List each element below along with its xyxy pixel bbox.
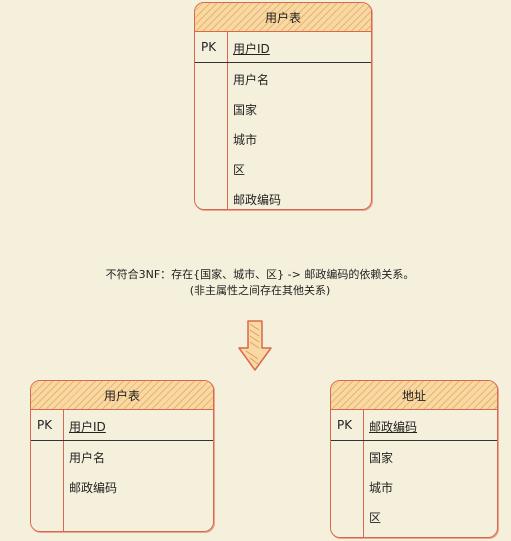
field-row: 区 (331, 501, 497, 531)
table-title: 用户表 (264, 10, 301, 25)
field-label: 区 (233, 163, 246, 177)
column-divider (63, 410, 64, 531)
pk-label: PK (337, 418, 353, 432)
pk-field: 邮政编码 (369, 420, 418, 434)
pk-field: 用户ID (233, 42, 270, 56)
field-row: 城市 (195, 123, 371, 153)
field-label: 邮政编码 (69, 481, 118, 495)
field-label: 城市 (369, 481, 394, 495)
table-title: 地址 (401, 388, 426, 403)
field-label: 邮政编码 (233, 193, 282, 207)
pk-label: PK (201, 40, 217, 54)
bottom-user-table: 用户表 PK 用户ID 用户名 邮政编码 (30, 380, 214, 532)
pk-row: PK 用户ID (195, 32, 371, 63)
field-row: 国家 (331, 441, 497, 471)
field-row: 用户名 (195, 63, 371, 93)
pk-row: PK 邮政编码 (331, 410, 497, 441)
pk-field: 用户ID (69, 420, 106, 434)
column-divider (363, 410, 364, 537)
field-label: 用户名 (233, 73, 270, 87)
column-divider (227, 32, 228, 209)
field-label: 国家 (369, 451, 394, 465)
field-row: 国家 (195, 93, 371, 123)
field-row: 城市 (331, 471, 497, 501)
field-label: 用户名 (69, 451, 106, 465)
field-label: 区 (369, 511, 382, 525)
note-line-1: 不符合3NF：存在{国家、城市、区} -> 邮政编码的依赖关系。 (105, 268, 415, 281)
table-header: 地址 (331, 381, 497, 410)
field-label: 国家 (233, 103, 258, 117)
arrow-down-icon (238, 320, 272, 371)
pk-row: PK 用户ID (31, 410, 213, 441)
address-table: 地址 PK 邮政编码 国家 城市 区 (330, 380, 498, 538)
table-header: 用户表 (31, 381, 213, 410)
field-row: 邮政编码 (31, 471, 213, 501)
note-line-2: (非主属性之间存在其他关系) (189, 284, 331, 297)
field-row: 用户名 (31, 441, 213, 471)
field-row: 区 (195, 153, 371, 183)
table-title: 用户表 (103, 388, 140, 403)
table-header: 用户表 (195, 3, 371, 32)
field-row: 邮政编码 (195, 183, 371, 213)
field-label: 城市 (233, 133, 258, 147)
pk-label: PK (37, 418, 53, 432)
top-user-table: 用户表 PK 用户ID 用户名 国家 城市 区 邮政编码 (194, 2, 372, 210)
